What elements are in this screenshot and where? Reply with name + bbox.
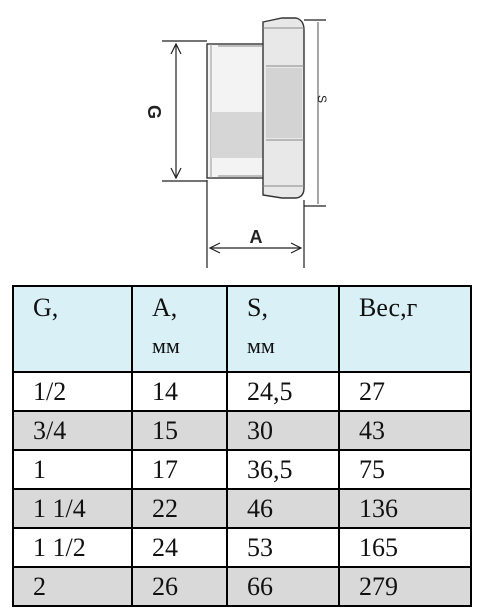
cell-g: 1 bbox=[12, 449, 133, 490]
cell-s: 66 bbox=[226, 566, 340, 607]
cell-s: 36,5 bbox=[226, 449, 340, 490]
table-row: 1/2 14 24,5 27 bbox=[12, 371, 472, 412]
hex-face-shading bbox=[266, 68, 302, 138]
cell-g: 1/2 bbox=[12, 371, 133, 412]
dimensions-table: G, A,мм S,мм Вес,г 1/2 14 24,5 27 3/4 15… bbox=[12, 285, 472, 607]
cell-a: 17 bbox=[131, 449, 228, 490]
header-g: G, bbox=[12, 285, 133, 373]
cell-s: 24,5 bbox=[226, 371, 340, 412]
table-row: 3/4 15 30 43 bbox=[12, 410, 472, 451]
cell-weight: 75 bbox=[338, 449, 472, 490]
cell-g: 1 1/2 bbox=[12, 527, 133, 568]
cell-a: 14 bbox=[131, 371, 228, 412]
cell-s: 30 bbox=[226, 410, 340, 451]
plug-body bbox=[206, 17, 305, 199]
cell-g: 1 1/4 bbox=[12, 488, 133, 529]
cell-a: 22 bbox=[131, 488, 228, 529]
cell-weight: 279 bbox=[338, 566, 472, 607]
cell-a: 26 bbox=[131, 566, 228, 607]
header-weight: Вес,г bbox=[338, 285, 472, 373]
cell-weight: 165 bbox=[338, 527, 472, 568]
cell-weight: 43 bbox=[338, 410, 472, 451]
dimension-a bbox=[206, 180, 305, 268]
cell-g: 2 bbox=[12, 566, 133, 607]
dimension-s-label: S bbox=[315, 95, 329, 103]
header-a: A,мм bbox=[131, 285, 228, 373]
table-row: 1 1/2 24 53 165 bbox=[12, 527, 472, 568]
cell-s: 53 bbox=[226, 527, 340, 568]
cell-weight: 27 bbox=[338, 371, 472, 412]
table-row: 1 17 36,5 75 bbox=[12, 449, 472, 490]
dimension-s bbox=[304, 19, 326, 207]
dimension-a-label: A bbox=[250, 227, 263, 247]
table-row: 1 1/4 22 46 136 bbox=[12, 488, 472, 529]
cell-g: 3/4 bbox=[12, 410, 133, 451]
dimension-g bbox=[162, 40, 207, 182]
cell-a: 15 bbox=[131, 410, 228, 451]
table-header-row: G, A,мм S,мм Вес,г bbox=[12, 285, 472, 373]
cell-s: 46 bbox=[226, 488, 340, 529]
table-row: 2 26 66 279 bbox=[12, 566, 472, 607]
cell-weight: 136 bbox=[338, 488, 472, 529]
dimension-g-label: G bbox=[144, 105, 164, 119]
cell-a: 24 bbox=[131, 527, 228, 568]
header-s: S,мм bbox=[226, 285, 340, 373]
plug-technical-drawing: G S A bbox=[144, 17, 329, 268]
shank-shading bbox=[211, 112, 263, 158]
